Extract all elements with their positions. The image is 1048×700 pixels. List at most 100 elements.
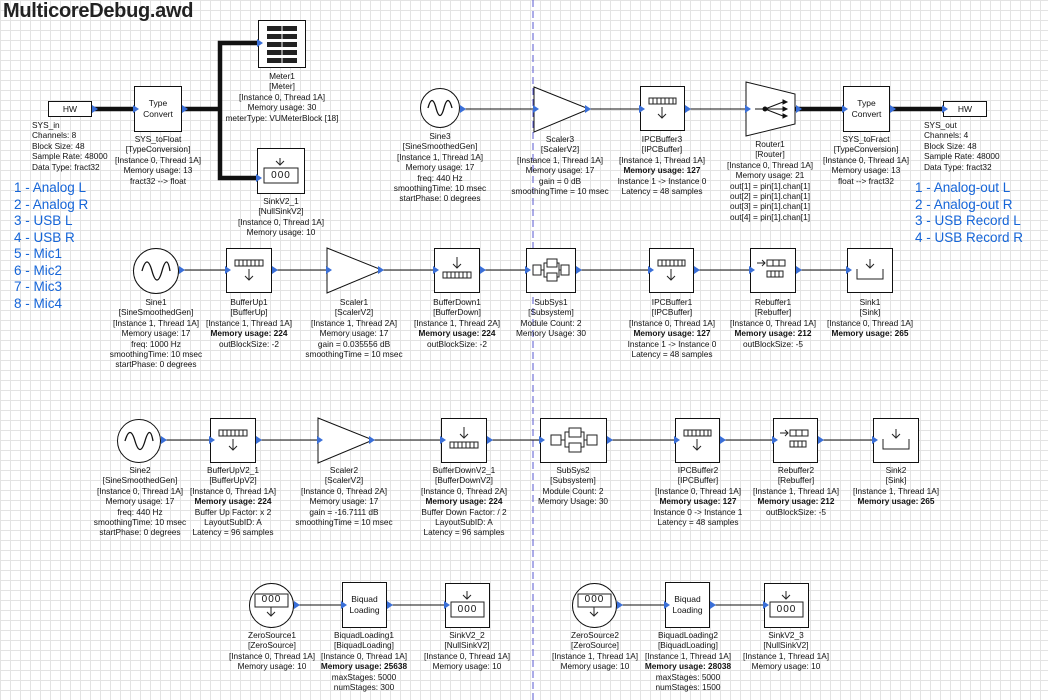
sys-tofract-input-pin[interactable] xyxy=(842,105,848,113)
subsys2-output-pin[interactable] xyxy=(607,436,613,444)
info-line: meterType: VUMeterBlock [18] xyxy=(225,112,339,123)
biquadloading1-block[interactable]: Biquad Loading xyxy=(342,582,387,628)
info-line: Latency = 48 samples xyxy=(657,517,739,528)
info-line: [Instance 0, Thread 2A] xyxy=(420,485,508,496)
hw-out-block[interactable]: HW xyxy=(943,101,987,117)
sys-tofloat-input-pin[interactable] xyxy=(133,105,139,113)
sinkv2-3-input-pin[interactable] xyxy=(763,601,769,609)
bufferupv2-1-block[interactable] xyxy=(210,418,256,463)
subsys1-output-pin[interactable] xyxy=(576,266,582,274)
router1-block[interactable] xyxy=(745,81,797,137)
ipcbuffer2-input-pin[interactable] xyxy=(674,436,680,444)
bufferup1-input-pin[interactable] xyxy=(225,266,231,274)
bufferupv2-1-output-pin[interactable] xyxy=(256,436,262,444)
hw-out-input-pin[interactable] xyxy=(942,105,948,113)
scaler3-input-pin[interactable] xyxy=(533,105,539,113)
sink-icon xyxy=(882,429,910,450)
info-line: [Instance 0, Thread 1A] xyxy=(423,650,511,661)
sinkv2-2-input-pin[interactable] xyxy=(444,601,450,609)
rebuffer2-block[interactable] xyxy=(773,418,818,463)
ipcbuffer1-output-pin[interactable] xyxy=(694,266,700,274)
rebuffer1-input-pin[interactable] xyxy=(749,266,755,274)
sink1-block[interactable] xyxy=(847,248,893,293)
sine3-block[interactable] xyxy=(420,88,460,128)
subsys2-block[interactable] xyxy=(540,418,607,463)
hw-in-label: HW xyxy=(62,104,78,114)
scaler3-output-pin[interactable] xyxy=(585,105,591,113)
sys-tofloat-block[interactable]: Type Convert xyxy=(134,86,182,132)
bufferup1-info: BufferUp1[BufferUp][Instance 1, Thread 1… xyxy=(206,297,292,349)
rebuffer1-block[interactable] xyxy=(750,248,796,293)
ipcbuffer3-block[interactable] xyxy=(640,86,685,131)
ipcbuffer1-block[interactable] xyxy=(649,248,694,293)
ipcbuffer2-block[interactable] xyxy=(675,418,720,463)
ipcbuffer2-output-pin[interactable] xyxy=(720,436,726,444)
info-line: [BiquadLoading] xyxy=(658,640,718,651)
sink2-input-pin[interactable] xyxy=(872,436,878,444)
rebuffer2-input-pin[interactable] xyxy=(772,436,778,444)
zerosource1-output-pin[interactable] xyxy=(294,601,300,609)
meter1-input-pin[interactable] xyxy=(257,39,263,47)
zerosource2-block[interactable]: 000 xyxy=(572,583,617,628)
biquadloading1-output-pin[interactable] xyxy=(387,601,393,609)
router1-input-pin[interactable] xyxy=(745,105,751,113)
biquadloading2-input-pin[interactable] xyxy=(664,601,670,609)
zerosource1-block[interactable]: 000 xyxy=(249,583,294,628)
info-line: LayoutSubID: A xyxy=(435,517,493,528)
hw-out-label: HW xyxy=(957,104,973,114)
scaler1-input-pin[interactable] xyxy=(326,266,332,274)
rebuffer1-output-pin[interactable] xyxy=(796,266,802,274)
biquadloading1-input-pin[interactable] xyxy=(341,601,347,609)
sys-tofract-block[interactable]: Type Convert xyxy=(843,86,890,132)
sys-tofloat-output-pin[interactable] xyxy=(182,105,188,113)
sine3-output-pin[interactable] xyxy=(460,105,466,113)
bufferdown1-output-pin[interactable] xyxy=(480,266,486,274)
scaler2-output-pin[interactable] xyxy=(369,436,375,444)
info-line: Memory Usage: 30 xyxy=(537,496,609,507)
scaler1-triangle-icon[interactable] xyxy=(326,247,384,295)
bufferdown1-input-pin[interactable] xyxy=(433,266,439,274)
subsys1-input-pin[interactable] xyxy=(525,266,531,274)
sink2-block[interactable] xyxy=(873,418,919,463)
wire-tofloat-split[interactable] xyxy=(182,40,258,181)
sys-tofract-output-pin[interactable] xyxy=(890,105,896,113)
sink1-input-pin[interactable] xyxy=(846,266,852,274)
zerosource2-output-pin[interactable] xyxy=(617,601,623,609)
subsys1-block[interactable] xyxy=(526,248,576,293)
bufferdownv2-1-output-pin[interactable] xyxy=(487,436,493,444)
bufferdownv2-1-input-pin[interactable] xyxy=(440,436,446,444)
ipcbuffer3-output-pin[interactable] xyxy=(685,105,691,113)
input-channel: 6 - Mic2 xyxy=(14,262,63,278)
scaler2-triangle-icon[interactable] xyxy=(317,417,375,465)
scaler3-triangle-icon[interactable] xyxy=(533,86,591,134)
hw-in-block[interactable]: HW xyxy=(48,101,92,117)
scaler1-info: Scaler1[ScalerV2][Instance 1, Thread 2A]… xyxy=(305,297,402,359)
sinkv2-1-block[interactable]: 000 xyxy=(257,148,305,194)
rebuffer-icon xyxy=(780,429,809,448)
bufferup1-output-pin[interactable] xyxy=(272,266,278,274)
info-line: [Router] xyxy=(755,149,785,160)
bufferdown1-block[interactable] xyxy=(434,248,480,293)
sinkv2-3-block[interactable]: 000 xyxy=(764,583,809,628)
biquadloading2-output-pin[interactable] xyxy=(710,601,716,609)
sine2-output-pin[interactable] xyxy=(161,436,167,444)
sine1-block[interactable] xyxy=(133,248,179,294)
router1-output-pin[interactable] xyxy=(796,105,802,113)
biquadloading2-block[interactable]: Biquad Loading xyxy=(665,582,710,628)
bufferupv2-1-input-pin[interactable] xyxy=(209,436,215,444)
meter1-block[interactable] xyxy=(258,20,306,68)
sinkv2-2-block[interactable]: 000 xyxy=(445,583,490,628)
scaler2-input-pin[interactable] xyxy=(317,436,323,444)
sinkv2-1-input-pin[interactable] xyxy=(256,174,262,182)
scaler1-output-pin[interactable] xyxy=(378,266,384,274)
ipcbuffer1-input-pin[interactable] xyxy=(648,266,654,274)
ipcbuffer3-input-pin[interactable] xyxy=(639,105,645,113)
hw-in-output-pin[interactable] xyxy=(92,105,98,113)
sine1-output-pin[interactable] xyxy=(179,266,185,274)
bufferdownv2-1-block[interactable] xyxy=(441,418,487,463)
rebuffer2-output-pin[interactable] xyxy=(818,436,824,444)
bufferup1-block[interactable] xyxy=(226,248,272,293)
subsys2-input-pin[interactable] xyxy=(539,436,545,444)
sine2-block[interactable] xyxy=(117,419,161,463)
